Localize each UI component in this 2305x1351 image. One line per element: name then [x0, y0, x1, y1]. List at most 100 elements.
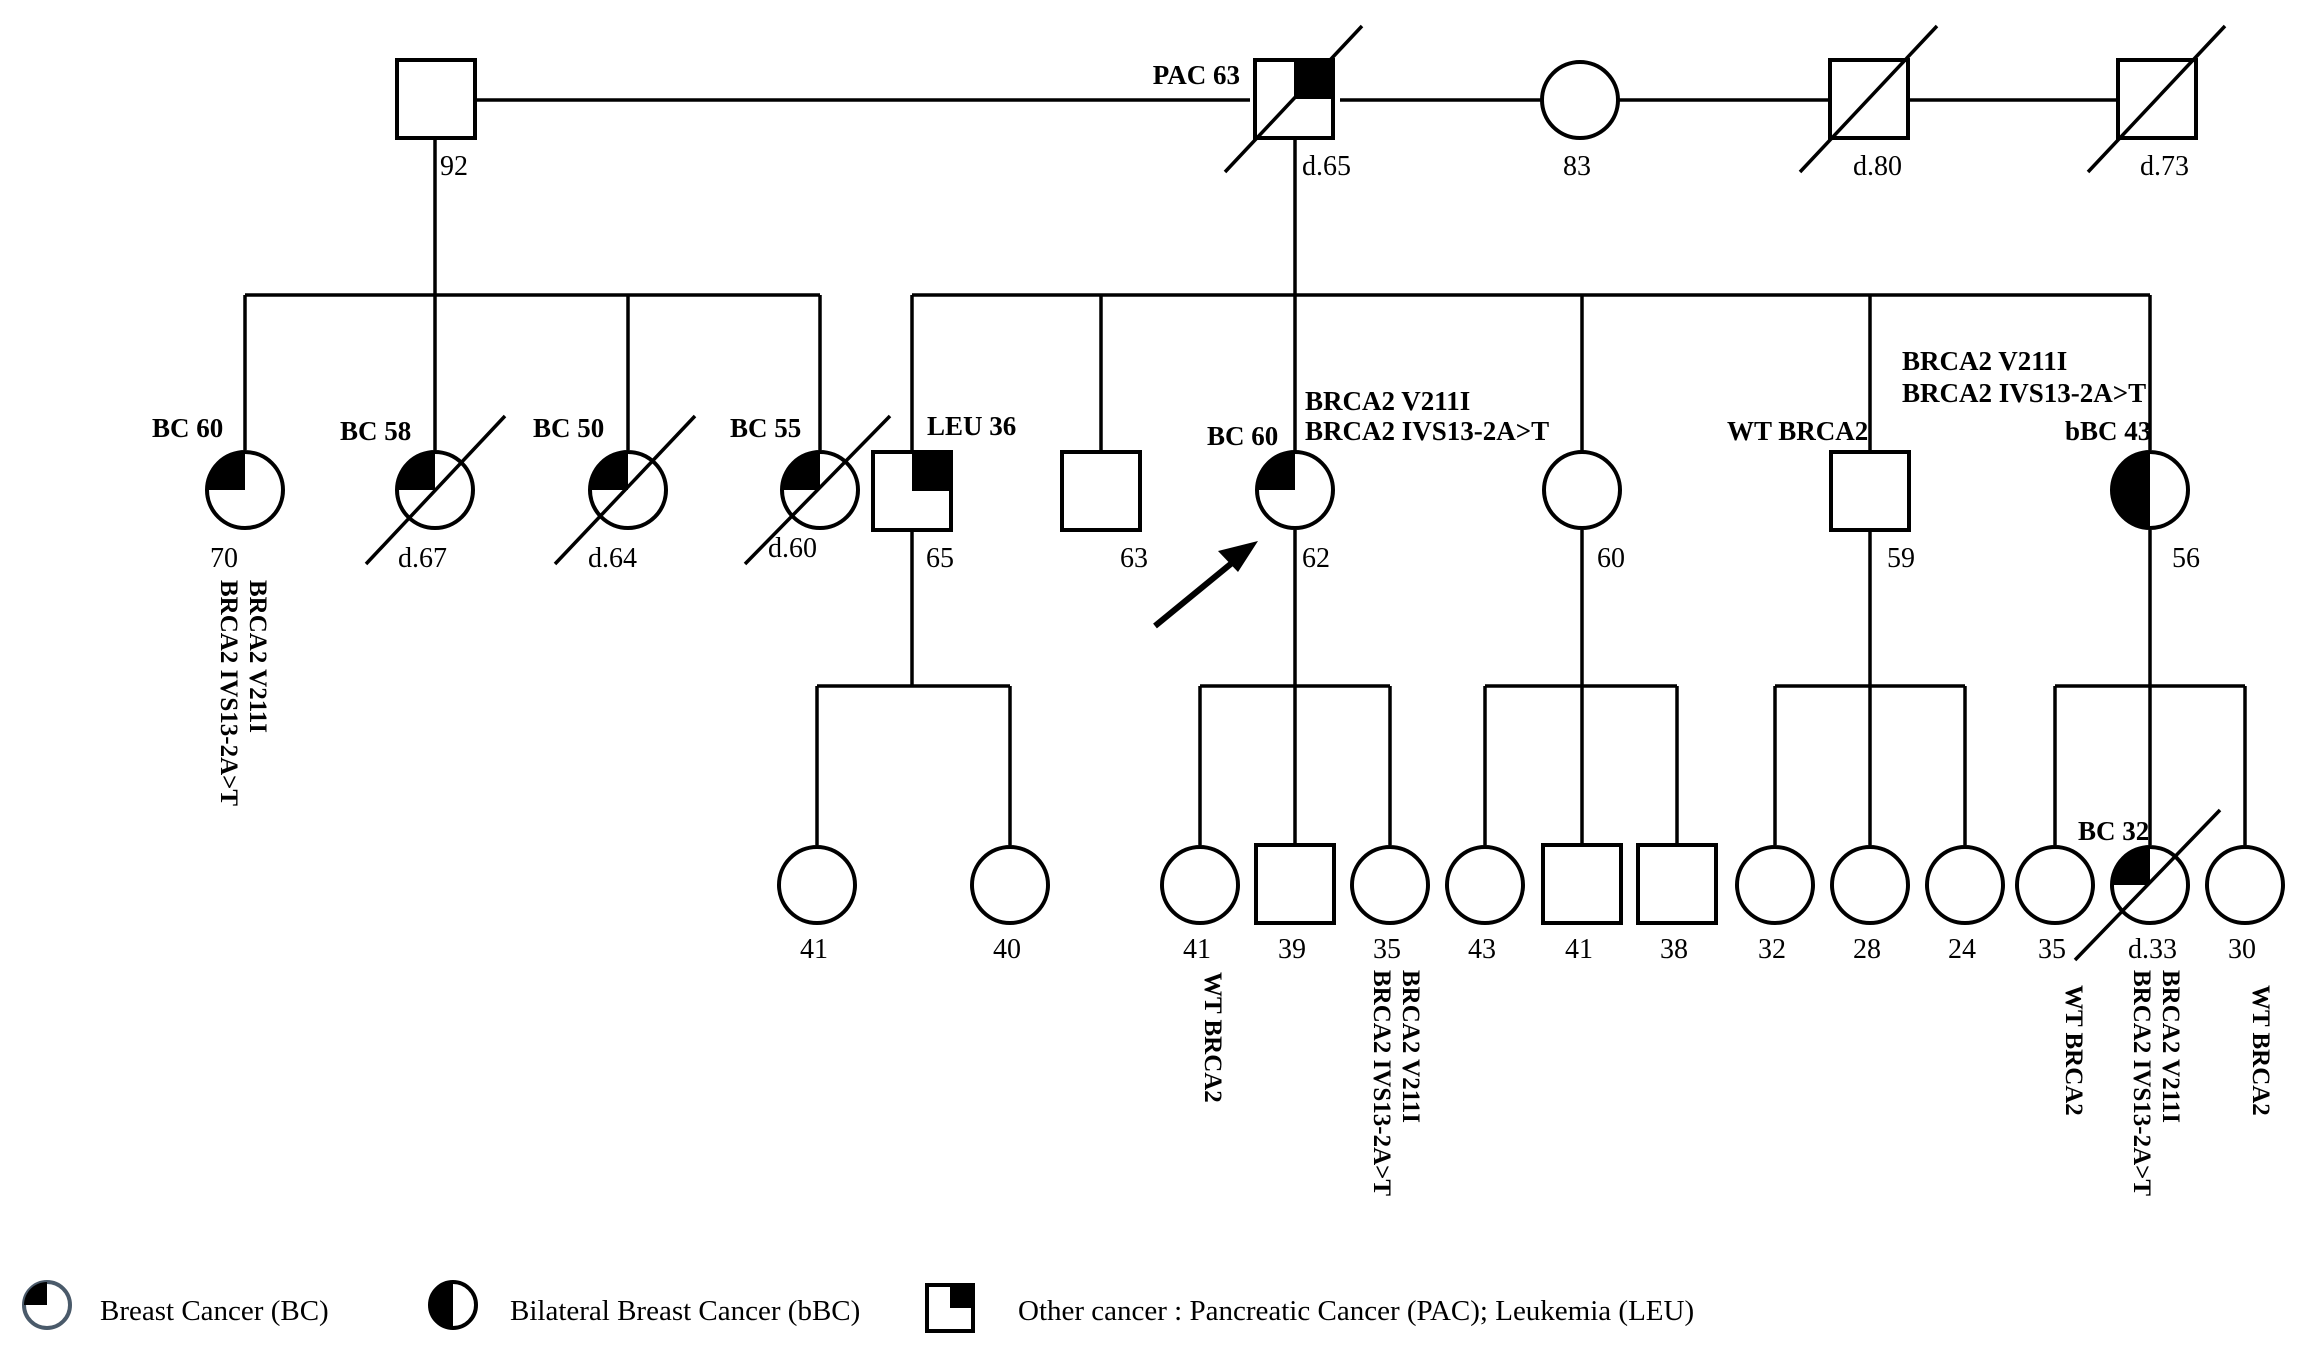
mutation-label: BRCA2 V211I [2157, 970, 2184, 1123]
female-symbol [1830, 845, 1910, 925]
symbol-outline [871, 450, 953, 532]
mutation-label: WT BRCA2 [1199, 972, 1226, 1103]
age-label: 59 [1887, 543, 1915, 574]
diagnosis-label: PAC 63 [1153, 60, 1240, 90]
mutation-label: BRCA2 V211I [244, 580, 271, 733]
age-label: 65 [926, 543, 954, 574]
breast-cancer-marker [2112, 847, 2150, 885]
mutation-label: BRCA2 IVS13-2A>T [1902, 378, 2146, 408]
affected-male-symbol [1223, 24, 1364, 174]
legend-other-cancer-label: Other cancer : Pancreatic Cancer (PAC); … [1018, 1295, 1694, 1327]
female-symbol [1542, 450, 1622, 530]
diagnosis-label: LEU 36 [927, 411, 1016, 441]
age-label: 63 [1120, 543, 1148, 574]
male-symbol [1541, 843, 1623, 925]
deceased-slash [364, 414, 507, 566]
age-label: 62 [1302, 543, 1330, 574]
age-label: d.65 [1302, 151, 1351, 182]
generation-2: BC 60 70 BRCA2 V211I BRCA2 IVS13-2A>T BC… [152, 346, 2200, 806]
mutation-label: BRCA2 IVS13-2A>T [2128, 970, 2155, 1196]
age-label: 92 [440, 151, 468, 182]
legend-other-cancer-icon [925, 1283, 975, 1333]
female-symbol [1350, 845, 1430, 925]
age-label: d.73 [2140, 151, 2189, 182]
mutation-label: BRCA2 IVS13-2A>T [215, 580, 242, 806]
female-symbol [2015, 845, 2095, 925]
age-label: d.33 [2128, 934, 2177, 965]
legend-bilateral-breast-cancer-icon [428, 1280, 478, 1330]
breast-cancer-marker [207, 452, 245, 490]
diagnosis-label: bBC 43 [2065, 416, 2151, 446]
legend: Breast Cancer (BC) Bilateral Breast Canc… [22, 1280, 1694, 1333]
age-label: 39 [1278, 934, 1306, 965]
age-label: 56 [2172, 543, 2200, 574]
breast-cancer-marker [1257, 452, 1295, 490]
age-label: 38 [1660, 934, 1688, 965]
male-symbol [1829, 450, 1911, 532]
female-symbol [1445, 845, 1525, 925]
male-symbol [1636, 843, 1718, 925]
diagnosis-label: BC 58 [340, 416, 411, 446]
female-symbol [1735, 845, 1815, 925]
diagnosis-label: BC 60 [1207, 421, 1278, 451]
breast-cancer-marker [397, 452, 435, 490]
age-label: 83 [1563, 151, 1591, 182]
breast-cancer-marker [782, 452, 820, 490]
deceased-slash [2073, 808, 2222, 962]
diagnosis-label: BC 50 [533, 413, 604, 443]
legend-breast-cancer-icon [22, 1280, 72, 1330]
male-symbol [395, 58, 477, 140]
female-symbol [777, 845, 857, 925]
mutation-label: BRCA2 V211I [1397, 970, 1424, 1123]
age-label: 41 [1565, 934, 1593, 965]
age-label: d.60 [768, 533, 817, 564]
mutation-label: WT BRCA2 [2060, 985, 2087, 1116]
mutation-label: BRCA2 V211I [1305, 386, 1470, 416]
mutation-label: BRCA2 V211I [1902, 346, 2067, 376]
generation-1: 92 PAC 63 d.65 83 d.80 d.73 [395, 24, 2227, 182]
generation-3: 41 40 41 WT BRCA2 39 35 BRCA2 V211I BRCA… [777, 808, 2285, 1196]
age-label: 30 [2228, 934, 2256, 965]
deceased-slash [743, 414, 892, 566]
female-symbol [2205, 845, 2285, 925]
legend-breast-cancer-label: Breast Cancer (BC) [100, 1295, 329, 1327]
diagnosis-label: BC 60 [152, 413, 223, 443]
female-symbol [1160, 845, 1240, 925]
age-label: d.80 [1853, 151, 1902, 182]
age-label: 40 [993, 934, 1021, 965]
bilateral-breast-cancer-marker [2112, 452, 2150, 528]
age-label: 35 [2038, 934, 2066, 965]
legend-bilateral-breast-cancer-label: Bilateral Breast Cancer (bBC) [510, 1295, 860, 1327]
deceased-slash [1223, 24, 1364, 174]
age-label: 70 [210, 543, 238, 574]
other-cancer-marker [912, 452, 951, 491]
age-label: 24 [1948, 934, 1976, 965]
mutation-label: WT BRCA2 [1727, 416, 1868, 446]
deceased-slash [2086, 24, 2227, 174]
mutation-label: BRCA2 IVS13-2A>T [1305, 416, 1549, 446]
pedigree-lines [243, 98, 2247, 845]
female-symbol [1540, 60, 1620, 140]
deceased-slash [1798, 24, 1939, 174]
male-symbol [1254, 843, 1336, 925]
age-label: 60 [1597, 543, 1625, 574]
age-label: 32 [1758, 934, 1786, 965]
female-symbol [970, 845, 1050, 925]
female-symbol [1925, 845, 2005, 925]
age-label: 41 [1183, 934, 1211, 965]
diagnosis-label: BC 55 [730, 413, 801, 443]
deceased-slash [553, 414, 697, 566]
breast-cancer-marker [590, 452, 628, 490]
age-label: d.64 [588, 543, 637, 574]
age-label: 41 [800, 934, 828, 965]
age-label: 43 [1468, 934, 1496, 965]
diagnosis-label: BC 32 [2078, 816, 2149, 846]
male-symbol [1060, 450, 1142, 532]
mutation-label: WT BRCA2 [2247, 985, 2274, 1116]
age-label: 28 [1853, 934, 1881, 965]
age-label: d.67 [398, 543, 447, 574]
mutation-label: BRCA2 IVS13-2A>T [1368, 970, 1395, 1196]
age-label: 35 [1373, 934, 1401, 965]
proband-arrow [1153, 541, 1258, 629]
